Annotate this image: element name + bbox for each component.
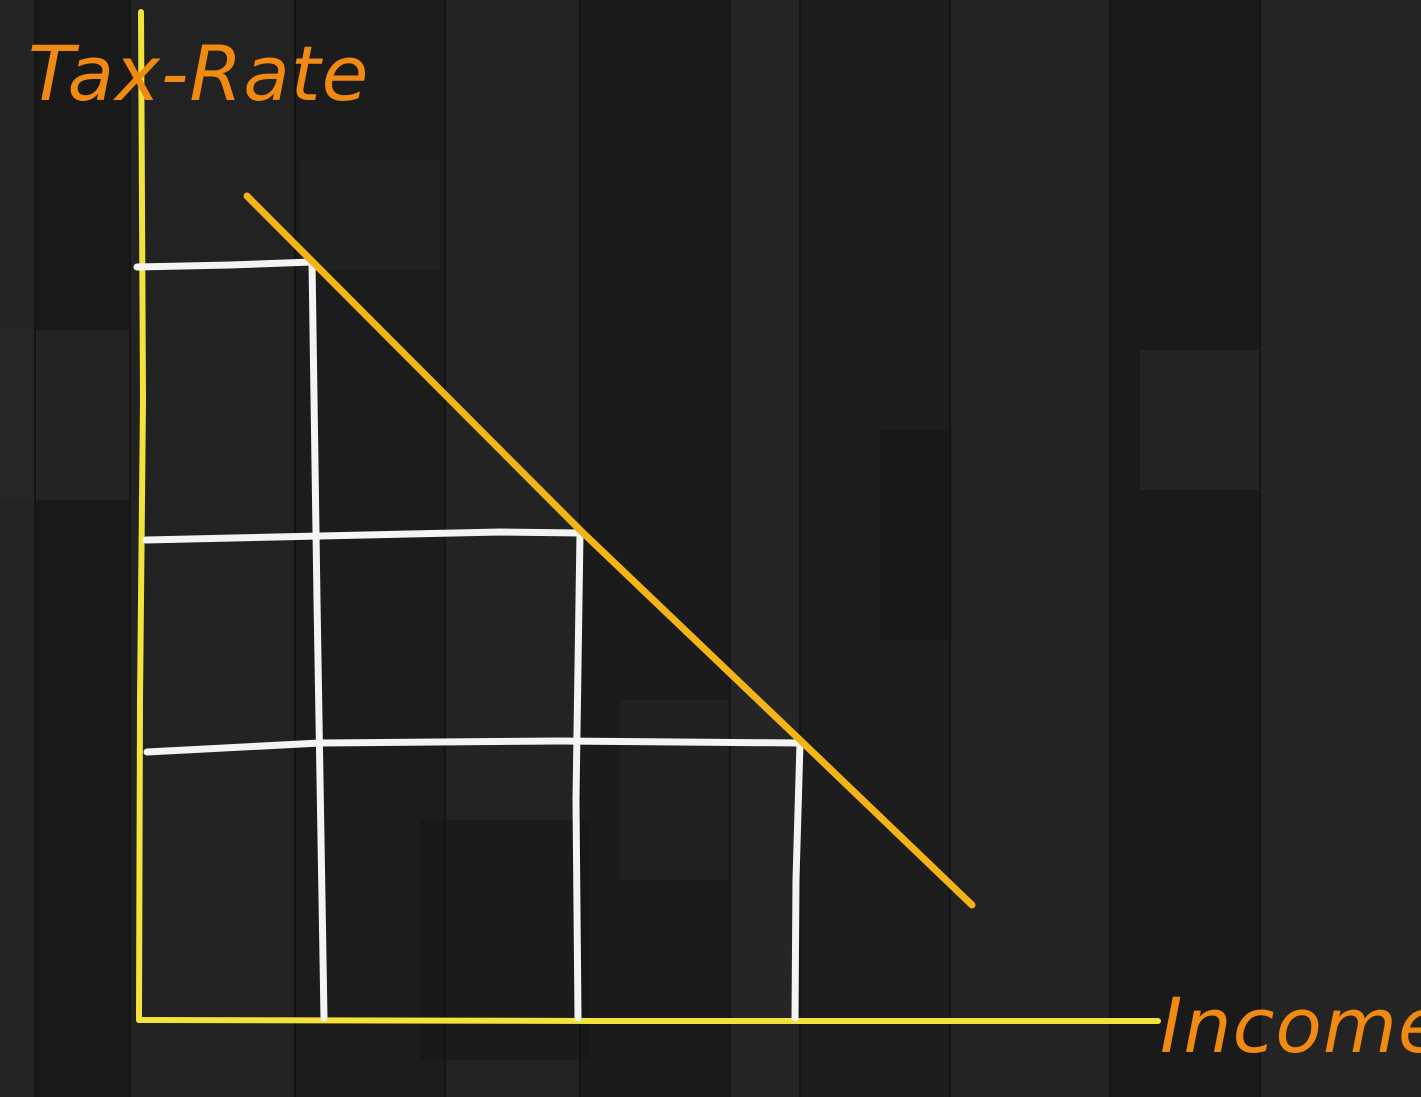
x-axis-line	[136, 1017, 1161, 1024]
grid-vertical-3	[791, 739, 804, 1022]
grid-horizontal-bottom	[143, 737, 804, 756]
grid-horizontal-top	[133, 258, 316, 271]
y-axis-line	[136, 9, 147, 1023]
tax-rate-line	[243, 192, 976, 909]
grid-vertical-1	[308, 258, 328, 1022]
y-axis-label: Tax-Rate	[28, 29, 369, 118]
axes	[136, 9, 1161, 1024]
x-axis-label: Income.	[1160, 981, 1421, 1070]
grid-vertical-2	[572, 529, 584, 1022]
grid-horizontal-middle	[142, 528, 584, 544]
step-grid	[133, 258, 804, 1022]
